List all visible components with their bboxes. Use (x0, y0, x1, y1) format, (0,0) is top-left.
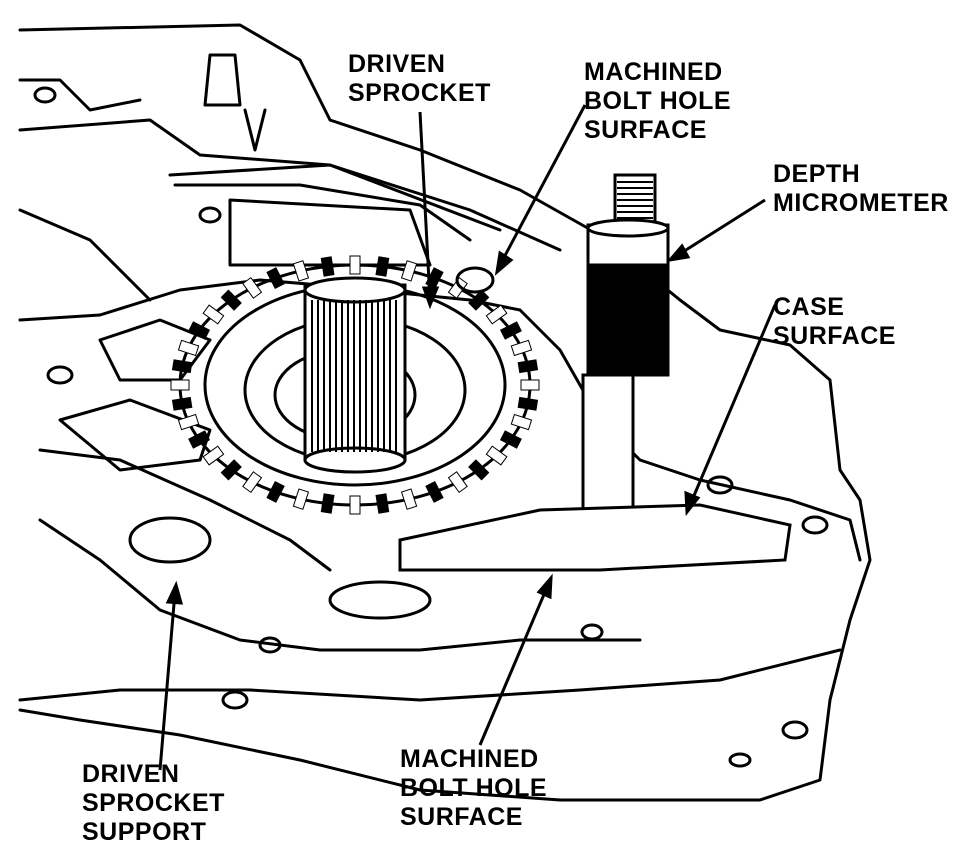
sprocket-tooth (220, 459, 242, 481)
micrometer-knurl (617, 181, 653, 225)
sprocket-tooth (292, 488, 310, 510)
upper-rib-1 (18, 118, 562, 252)
sprocket-tooth (177, 339, 200, 357)
sprocket-tooth (468, 289, 490, 311)
label-line: SPROCKET (348, 79, 491, 107)
sprocket-tooth (499, 321, 522, 340)
sprocket-tooth (375, 256, 390, 277)
label-line: MACHINED (400, 745, 539, 773)
sprocket-tooth (468, 459, 490, 481)
label-line: DEPTH (773, 160, 861, 188)
sprocket-tooth (510, 413, 533, 431)
upper-rib-3 (173, 183, 472, 242)
label-line: SURFACE (400, 803, 523, 831)
sprocket-tooth (517, 396, 539, 411)
label-machined-bolt-hole-surface-bottom: MACHINED BOLT HOLE SURFACE (400, 745, 547, 832)
upper-left-web-2 (18, 78, 142, 112)
upper-post-stem (243, 108, 267, 152)
label-case-surface: CASE SURFACE (773, 293, 896, 351)
label-line: SURFACE (773, 322, 896, 350)
label-line: DRIVEN (348, 50, 446, 78)
bolt-holes (33, 86, 829, 768)
lower-flange (18, 648, 842, 702)
sprocket-tooth (400, 260, 418, 282)
support-edge (38, 448, 332, 572)
label-line: MACHINED (584, 58, 723, 86)
upper-rib-2 (168, 163, 502, 232)
sprocket-teeth (170, 255, 540, 515)
sprocket-tooth (266, 267, 285, 290)
sprocket-tooth (499, 430, 522, 449)
label-driven-sprocket-support: DRIVEN SPROCKET SUPPORT (82, 760, 225, 847)
sprocket-tooth (202, 445, 225, 466)
left-arm (58, 398, 212, 472)
sprocket-tooth (425, 480, 444, 503)
label-line: DRIVEN (82, 760, 180, 788)
sprocket-tooth (349, 495, 361, 515)
sprocket-tooth (485, 304, 508, 325)
label-line: SURFACE (584, 116, 707, 144)
sprocket-tooth (171, 359, 193, 374)
sprocket-tooth (220, 289, 242, 311)
sprocket-tooth (517, 359, 539, 374)
upper-post (203, 53, 242, 107)
sprocket-tooth (177, 413, 200, 431)
left-lever (98, 318, 212, 382)
sprocket-tooth (520, 379, 540, 391)
sprocket-tooth (188, 430, 211, 449)
upper-left-web (18, 208, 152, 302)
sprocket-tooth (375, 493, 390, 514)
sprocket-tooth (292, 260, 310, 282)
sprocket-tooth (202, 304, 225, 325)
label-line: SUPPORT (82, 818, 207, 846)
sprocket-tooth (485, 445, 508, 466)
lower-case-outline (18, 278, 862, 562)
label-line: SPROCKET (82, 789, 225, 817)
sprocket-tooth (242, 471, 263, 494)
sprocket-tooth (447, 276, 468, 299)
sprocket-tooth (400, 488, 418, 510)
sprocket-tooth (266, 480, 285, 503)
leader-lines (158, 104, 777, 771)
label-driven-sprocket: DRIVEN SPROCKET (348, 50, 491, 108)
upper-case-outline (18, 23, 872, 802)
label-depth-micrometer: DEPTH MICROMETER (773, 160, 949, 218)
label-machined-bolt-hole-surface-top: MACHINED BOLT HOLE SURFACE (584, 58, 731, 145)
sprocket-tooth (349, 255, 361, 275)
sprocket-tooth (170, 379, 190, 391)
sprocket-tooth (510, 339, 533, 357)
sprocket-tooth (447, 471, 468, 494)
shaft-splines (311, 300, 397, 452)
sprocket-tooth (320, 256, 335, 277)
label-line: CASE (773, 293, 845, 321)
label-line: BOLT HOLE (400, 774, 548, 802)
sprocket-tooth (171, 396, 193, 411)
depth-micrometer (398, 173, 792, 572)
sprocket-tooth (242, 276, 263, 299)
upper-bracket (228, 198, 432, 267)
sprocket-tooth (188, 321, 211, 340)
label-line: MICROMETER (773, 189, 949, 217)
label-line: BOLT HOLE (584, 87, 732, 115)
sprocket-tooth (320, 493, 335, 514)
